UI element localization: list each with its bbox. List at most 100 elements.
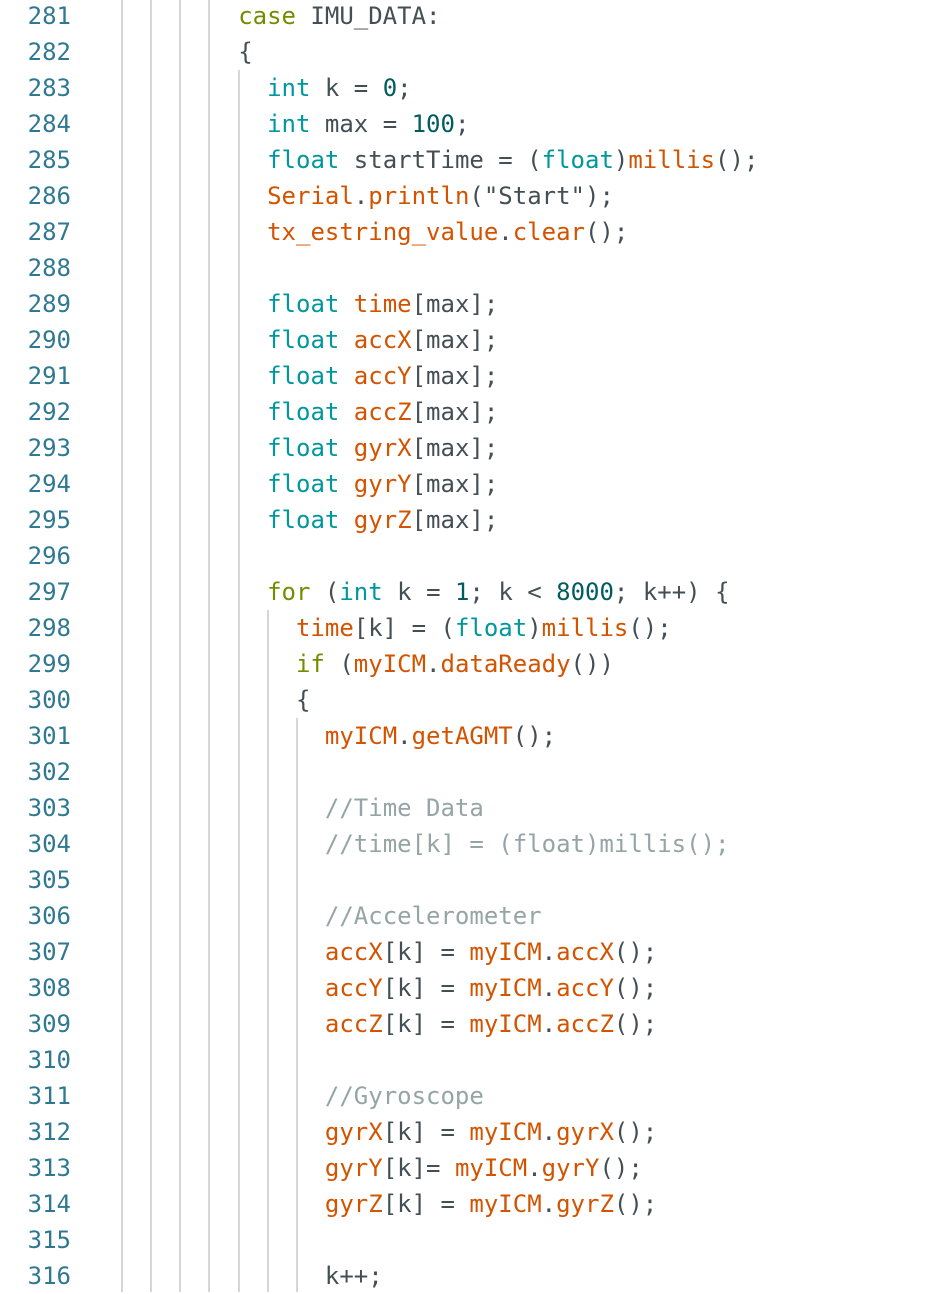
- code-text: float gyrX[max];: [123, 430, 498, 466]
- code-text: float gyrY[max];: [123, 466, 498, 502]
- code-text: Serial.println("Start");: [123, 178, 614, 214]
- code-token: accX: [353, 326, 412, 354]
- code-line[interactable]: 310: [0, 1042, 944, 1078]
- code-line[interactable]: 315: [0, 1222, 944, 1258]
- code-text: for (int k = 1; k < 8000; k++) {: [123, 574, 729, 610]
- code-token: max =: [310, 110, 412, 138]
- code-token: [339, 470, 353, 498]
- code-line[interactable]: 316 k++;: [0, 1258, 944, 1294]
- code-line[interactable]: 296: [0, 538, 944, 574]
- code-line[interactable]: 294 float gyrY[max];: [0, 466, 944, 502]
- code-token: Serial: [267, 182, 354, 210]
- code-token: 0: [382, 74, 398, 102]
- code-token: accZ: [556, 1010, 614, 1038]
- code-text: {: [123, 682, 310, 718]
- code-line[interactable]: 295 float gyrZ[max];: [0, 502, 944, 538]
- line-number: 308: [27, 974, 71, 1002]
- code-line[interactable]: 312 gyrX[k] = myICM.gyrX();: [0, 1114, 944, 1150]
- code-line[interactable]: 297 for (int k = 1; k < 8000; k++) {: [0, 574, 944, 610]
- code-token: float: [454, 614, 528, 642]
- code-line[interactable]: 303 //Time Data: [0, 790, 944, 826]
- code-line[interactable]: 284 int max = 100;: [0, 106, 944, 142]
- line-number: 305: [27, 866, 71, 894]
- code-token: gyrX: [324, 1118, 383, 1146]
- code-text: accY[k] = myICM.accY();: [123, 970, 657, 1006]
- code-token: [339, 398, 353, 426]
- code-line[interactable]: 311 //Gyroscope: [0, 1078, 944, 1114]
- code-line[interactable]: 292 float accZ[max];: [0, 394, 944, 430]
- code-token: getAGMT: [411, 722, 513, 750]
- code-line[interactable]: 282 {: [0, 34, 944, 70]
- code-line[interactable]: 287 tx_estring_value.clear();: [0, 214, 944, 250]
- code-line[interactable]: 291 float accY[max];: [0, 358, 944, 394]
- code-token: [max];: [411, 398, 499, 426]
- code-token: 100: [411, 110, 455, 138]
- code-text: float startTime = (float)millis();: [123, 142, 758, 178]
- code-token: gyrY: [541, 1154, 600, 1182]
- code-text: time[k] = (float)millis();: [123, 610, 672, 646]
- code-line[interactable]: 283 int k = 0;: [0, 70, 944, 106]
- code-line[interactable]: 293 float gyrX[max];: [0, 430, 944, 466]
- code-text: accX[k] = myICM.accX();: [123, 934, 657, 970]
- code-line[interactable]: 304 //time[k] = (float)millis();: [0, 826, 944, 862]
- code-token: int: [339, 578, 383, 606]
- code-token: .: [498, 218, 513, 246]
- code-line[interactable]: 285 float startTime = (float)millis();: [0, 142, 944, 178]
- code-token: if: [295, 650, 325, 678]
- indent-guide: [150, 0, 152, 1292]
- code-token: .: [527, 1154, 542, 1182]
- code-line[interactable]: 289 float time[max];: [0, 286, 944, 322]
- code-text: myICM.getAGMT();: [123, 718, 556, 754]
- code-token: float: [267, 290, 340, 318]
- code-token: [339, 506, 353, 534]
- code-line[interactable]: 286 Serial.println("Start");: [0, 178, 944, 214]
- code-line[interactable]: 305: [0, 862, 944, 898]
- line-number: 289: [27, 290, 71, 318]
- code-token: myICM: [469, 974, 542, 1002]
- code-line[interactable]: 314 gyrZ[k] = myICM.gyrZ();: [0, 1186, 944, 1222]
- code-token: gyrZ: [353, 506, 412, 534]
- code-token: ();: [584, 218, 629, 246]
- code-line[interactable]: 309 accZ[k] = myICM.accZ();: [0, 1006, 944, 1042]
- code-token: myICM: [469, 1190, 542, 1218]
- indent-guide: [121, 0, 123, 1292]
- code-token: float: [267, 326, 340, 354]
- code-line[interactable]: 313 gyrY[k]= myICM.gyrY();: [0, 1150, 944, 1186]
- code-token: k =: [310, 74, 383, 102]
- line-number: 284: [27, 110, 71, 138]
- code-line[interactable]: 302: [0, 754, 944, 790]
- code-line[interactable]: 307 accX[k] = myICM.accX();: [0, 934, 944, 970]
- code-token: 8000: [556, 578, 614, 606]
- code-text: float accY[max];: [123, 358, 498, 394]
- line-number: 307: [27, 938, 71, 966]
- code-text: //Accelerometer: [123, 898, 542, 934]
- code-line[interactable]: 300 {: [0, 682, 944, 718]
- code-text: //Gyroscope: [123, 1078, 484, 1114]
- code-token: ): [527, 614, 542, 642]
- code-token: gyrX: [353, 434, 412, 462]
- code-line[interactable]: 290 float accX[max];: [0, 322, 944, 358]
- code-line[interactable]: 306 //Accelerometer: [0, 898, 944, 934]
- code-line[interactable]: 299 if (myICM.dataReady()): [0, 646, 944, 682]
- code-token: ();: [599, 1154, 643, 1182]
- indent-guide: [208, 0, 210, 1292]
- code-line[interactable]: 281 case IMU_DATA:: [0, 0, 944, 34]
- code-token: myICM: [454, 1154, 528, 1182]
- code-token: myICM: [324, 722, 398, 750]
- code-token: float: [267, 470, 340, 498]
- code-token: myICM: [469, 1118, 542, 1146]
- line-number: 304: [27, 830, 71, 858]
- code-text: if (myICM.dataReady()): [123, 646, 614, 682]
- code-line[interactable]: 288: [0, 250, 944, 286]
- code-line[interactable]: 308 accY[k] = myICM.accY();: [0, 970, 944, 1006]
- code-token: [339, 326, 353, 354]
- line-number: 306: [27, 902, 71, 930]
- line-number: 286: [27, 182, 71, 210]
- line-number: 295: [27, 506, 71, 534]
- code-token: myICM: [353, 650, 427, 678]
- code-text: float gyrZ[max];: [123, 502, 498, 538]
- code-line[interactable]: 301 myICM.getAGMT();: [0, 718, 944, 754]
- code-token: [k] =: [382, 974, 470, 1002]
- code-line[interactable]: 298 time[k] = (float)millis();: [0, 610, 944, 646]
